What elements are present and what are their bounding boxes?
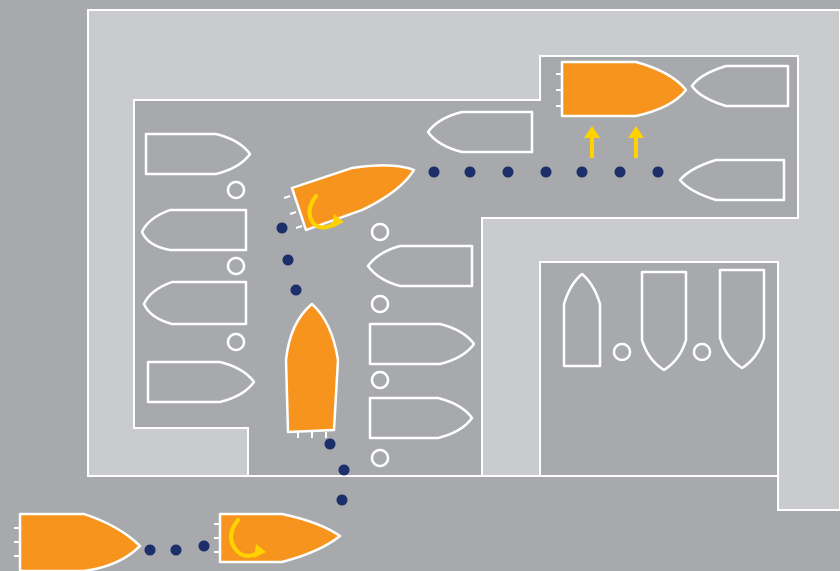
rotate-arrow-icon <box>307 194 338 230</box>
route-dot-icon <box>502 166 514 178</box>
route-dot-icon <box>170 544 182 556</box>
maneuvering-boats <box>18 60 688 571</box>
bollard-ring-icon <box>370 222 390 242</box>
route-dot-icon <box>614 166 626 178</box>
moored-boat-outline-icon <box>368 322 476 366</box>
moored-boat-outline-icon <box>640 270 688 372</box>
forward-arrow-head <box>628 126 644 138</box>
bollard-ring-icon <box>370 448 390 468</box>
moored-boat-outline-icon <box>718 268 766 370</box>
forward-arrows <box>584 126 644 158</box>
moored-boat-outline-icon <box>678 158 786 202</box>
bollard-ring-icon <box>226 256 246 276</box>
bollard-ring-icon <box>226 332 246 352</box>
route-dot-icon <box>464 166 476 178</box>
bollard-ring-icon <box>692 342 712 362</box>
moored-boat-outline-icon <box>562 272 602 368</box>
moored-boat-outline-icon <box>366 244 474 288</box>
bollard-ring-icon <box>612 342 632 362</box>
maneuvering-boat-icon <box>218 512 342 564</box>
rotate-arrow-icon <box>229 518 260 558</box>
bollard-ring-icon <box>370 294 390 314</box>
rotate-arrow-head <box>332 214 344 228</box>
moored-boat-outline-icon <box>144 132 252 176</box>
route-dot-icon <box>540 166 552 178</box>
stern-mark <box>283 195 303 229</box>
route-dot-icon <box>282 254 294 266</box>
bollards <box>226 180 712 468</box>
moored-boat-outline-icon <box>426 110 534 154</box>
route-dot-icon <box>652 166 664 178</box>
rotate-arrow-head <box>254 544 266 558</box>
maneuvering-boat-icon <box>284 302 340 434</box>
moored-boats <box>140 64 790 440</box>
forward-arrow-head <box>584 126 600 138</box>
stern-mark <box>214 523 220 553</box>
maneuvering-boat-icon <box>290 164 416 232</box>
bollard-ring-icon <box>370 370 390 390</box>
route-dot-icon <box>290 284 302 296</box>
route-dot-icon <box>336 494 348 506</box>
route-dot-icon <box>324 438 336 450</box>
moored-boat-outline-icon <box>690 64 790 108</box>
route-dot-icon <box>198 540 210 552</box>
maneuvering-boat-icon <box>18 512 142 571</box>
route-dot-icon <box>338 464 350 476</box>
stern-mark <box>14 527 20 557</box>
moored-boat-outline-icon <box>146 360 256 404</box>
moored-boat-outline-icon <box>140 208 248 252</box>
route-dot-icon <box>144 544 156 556</box>
turn-arrows <box>229 194 344 558</box>
moored-boat-outline-icon <box>368 396 474 440</box>
route-dot-icon <box>576 166 588 178</box>
slip-water-right <box>539 261 779 477</box>
bollard-ring-icon <box>226 180 246 200</box>
route-dot-icon <box>428 166 440 178</box>
route-dot-icon <box>276 222 288 234</box>
maneuvering-boat-icon <box>560 60 688 118</box>
stern-mark <box>556 73 562 107</box>
stern-marks <box>14 73 562 557</box>
stern-mark <box>297 432 327 438</box>
route-path <box>144 166 664 556</box>
moored-boat-outline-icon <box>142 280 248 326</box>
